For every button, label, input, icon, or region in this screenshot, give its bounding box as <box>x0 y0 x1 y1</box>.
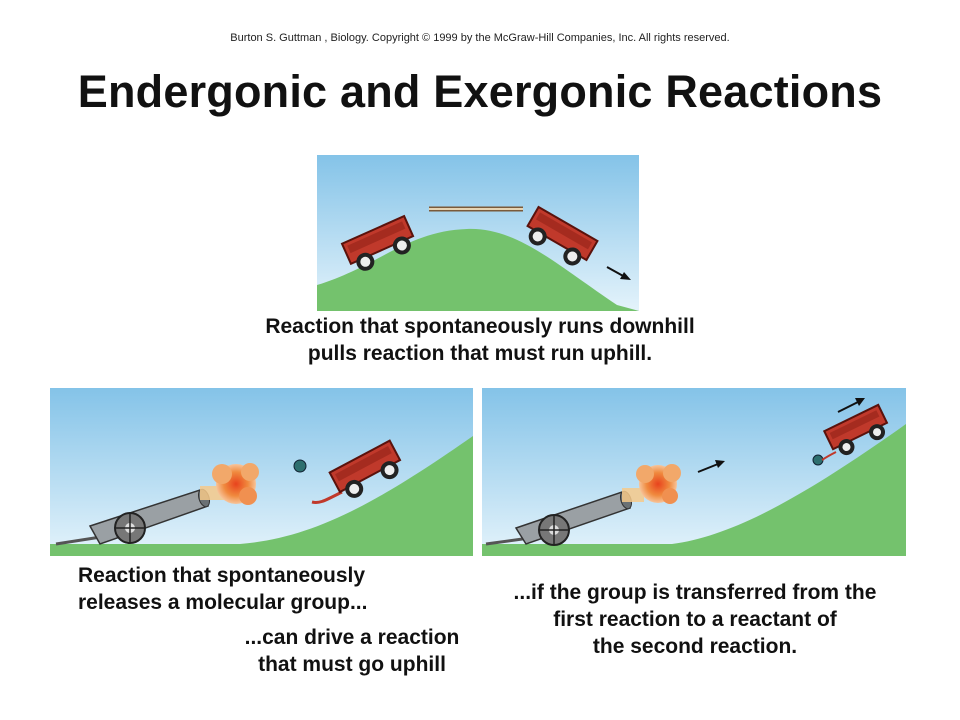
caption-top: Reaction that spontaneously runs downhil… <box>180 313 780 367</box>
wagon-icon <box>822 403 889 456</box>
wagon-icon <box>328 439 402 498</box>
cannonball-icon <box>293 459 307 473</box>
cannonball-icon <box>812 454 824 466</box>
caption-top-line-1: Reaction that spontaneously runs downhil… <box>265 315 695 338</box>
caption-right: ...if the group is transferred from the … <box>470 579 920 660</box>
blast-trail <box>622 488 644 502</box>
caption-right-line-3: the second reaction. <box>592 635 798 658</box>
hill <box>50 436 473 556</box>
illustration-left-cannon-release <box>50 388 473 556</box>
caption-left-continued: ...can drive a reaction that must go uph… <box>222 624 482 678</box>
explosion-icon <box>636 464 681 504</box>
caption-left-line-1: Reaction that spontaneously <box>78 564 366 587</box>
hill <box>482 424 906 556</box>
caption-left-continued-line-2: that must go uphill <box>258 653 446 676</box>
caption-top-line-2: pulls reaction that must run uphill. <box>307 342 653 365</box>
cannon-icon <box>55 488 211 546</box>
tow-rope <box>311 490 343 504</box>
page-title: Endergonic and Exergonic Reactions <box>77 66 883 117</box>
caption-left-line-2: releases a molecular group... <box>78 591 368 614</box>
caption-right-line-2: first reaction to a reactant of <box>553 608 837 631</box>
tow-rope <box>821 451 837 461</box>
caption-left: Reaction that spontaneously releases a m… <box>78 562 367 616</box>
caption-left-continued-line-1: ...can drive a reaction <box>244 626 460 649</box>
arrow-icon <box>606 266 631 280</box>
copyright-notice: Burton S. Guttman , Biology. Copyright ©… <box>230 32 730 44</box>
wagon-icon <box>526 205 599 266</box>
caption-right-line-1: ...if the group is transferred from the <box>513 581 877 604</box>
arrow-icon <box>697 460 725 473</box>
wagon-icon <box>340 214 415 271</box>
illustration-top-coupled-wagons <box>317 155 639 311</box>
explosion-icon <box>212 463 259 505</box>
illustration-right-group-transfer <box>482 388 906 556</box>
arrow-icon <box>837 398 865 413</box>
